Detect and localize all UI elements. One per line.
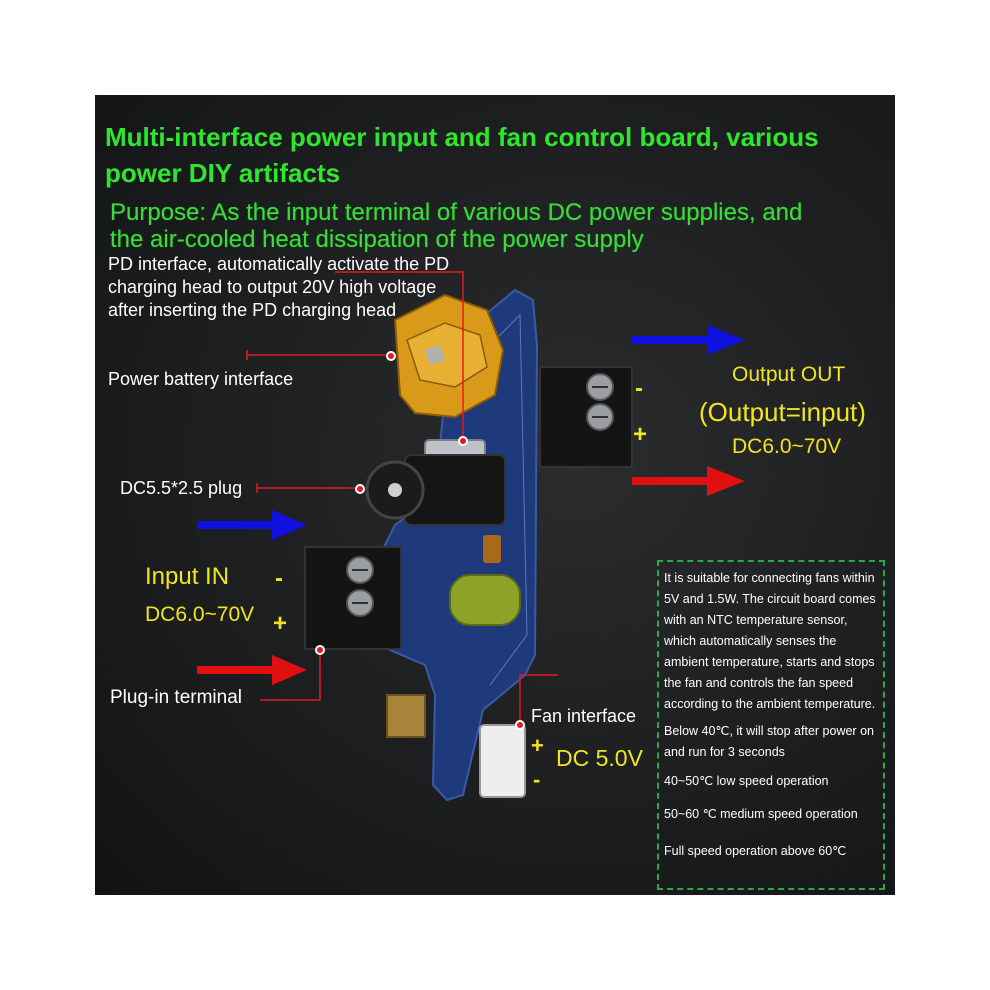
input-red-arrow [197,655,307,685]
fan-minus-sign: - [533,767,541,792]
notes-description: It is suitable for connecting fans withi… [664,571,876,711]
output-equals-input-label: (Output=input) [699,397,866,427]
pointer-dot-fan [515,720,525,730]
output-red-arrow [632,466,745,496]
output-blue-arrow [632,325,745,355]
fan-control-notes: It is suitable for connecting fans withi… [657,560,885,890]
plug-in-terminal-label: Plug-in terminal [110,687,242,708]
notes-full-speed: Full speed operation above 60℃ [664,844,847,858]
pointer-dot-terminal [315,645,325,655]
pointer-lines [246,271,558,725]
fan-interface-label: Fan interface [531,706,637,726]
board-illustration [197,271,745,802]
input-range-label: DC6.0~70V [145,603,255,626]
output-range-label: DC6.0~70V [732,435,842,458]
pointer-dot-battery [386,351,396,361]
input-minus-sign: - [275,565,283,592]
input-terminal-block [304,546,402,650]
output-plus-sign: + [633,421,648,448]
brass-standoff [386,694,426,738]
xt60-connector [393,293,505,419]
purpose-text: Purpose: As the input terminal of variou… [110,199,803,253]
product-image-panel: Multi-interface power input and fan cont… [95,95,895,895]
dc-plug-label: DC5.5*2.5 plug [120,478,243,498]
fan-voltage-label: DC 5.0V [556,745,643,771]
notes-medium-speed: 50~60 ℃ medium speed operation [664,807,858,821]
pd-interface-label: PD interface, automatically activate the… [108,254,450,320]
capacitor [449,574,521,626]
input-in-label: Input IN [145,563,230,590]
notes-low-speed: 40~50℃ low speed operation [664,774,829,788]
output-terminal-block [539,366,633,468]
input-plus-sign: + [273,610,288,637]
output-minus-sign: - [635,375,643,402]
headline: Multi-interface power input and fan cont… [105,122,819,188]
inductor [483,535,501,563]
input-blue-arrow [197,510,307,540]
fan-plus-sign: + [531,733,544,758]
output-out-label: Output OUT [732,363,846,386]
pointer-dot-dc [355,484,365,494]
notes-below-40: Below 40℃, it will stop after power on a… [664,724,874,759]
pointer-dot-pd [458,436,468,446]
power-battery-label: Power battery interface [108,369,294,389]
fan-connector [479,724,526,798]
dc-barrel-jack [365,454,506,526]
